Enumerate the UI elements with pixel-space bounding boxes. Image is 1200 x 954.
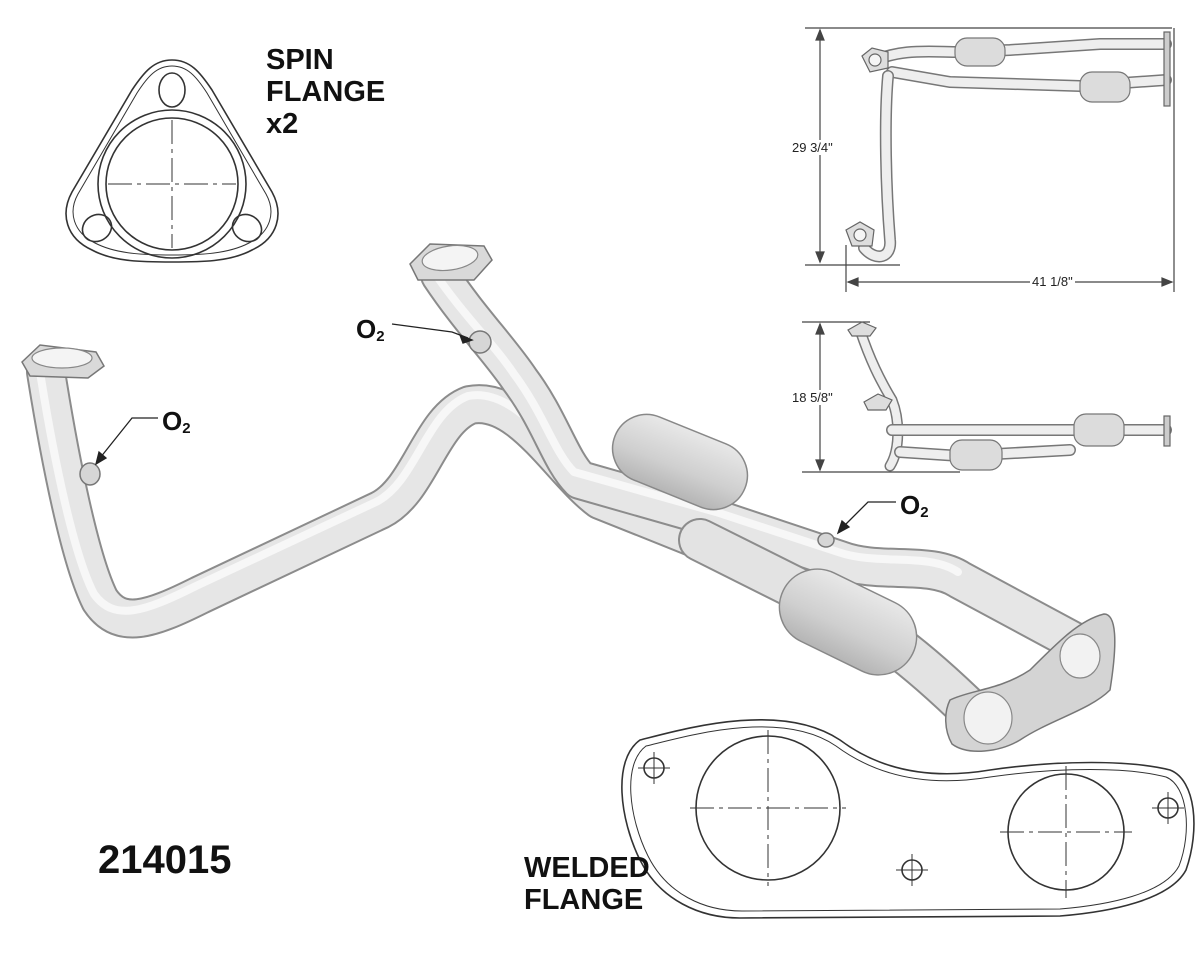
o2-subscript: 2 [920, 504, 929, 521]
spin-flange-drawing [65, 59, 279, 263]
exhaust-assembly [21, 243, 1116, 752]
o2-letter: O [900, 490, 921, 520]
right-inlet-flange [409, 243, 493, 281]
o2-letter: O [162, 406, 183, 436]
side-view-inset [802, 321, 1172, 473]
lower-catalytic-converter [778, 568, 918, 676]
o2-bung-rear [817, 532, 835, 548]
o2-subscript: 2 [182, 420, 191, 437]
outlet-flange [945, 613, 1116, 752]
spin-flange-label-line1: SPIN [266, 44, 334, 76]
spin-flange-quantity: x2 [266, 108, 299, 140]
part-number: 214015 [98, 838, 232, 882]
o2-leaders [94, 323, 896, 535]
o2-sensor-label-upper: O2 [356, 314, 385, 345]
o2-bung-upper [468, 330, 492, 354]
spin-flange-label: SPIN FLANGE x2 [266, 44, 385, 140]
welded-flange-drawing [621, 719, 1195, 919]
o2-bung-left [79, 462, 101, 486]
upper-catalytic-converter [611, 413, 749, 511]
dimension-height-top-view: 29 3/4" [790, 140, 835, 155]
dimension-height-side-view: 18 5/8" [790, 390, 835, 405]
welded-flange-label: WELDED FLANGE [524, 852, 650, 916]
spin-flange-label-line2: FLANGE [266, 76, 386, 108]
welded-flange-label-line1: WELDED [524, 852, 650, 884]
welded-flange-label-line2: FLANGE [524, 884, 644, 916]
o2-letter: O [356, 314, 377, 344]
top-view-inset [805, 27, 1175, 292]
left-inlet-flange [21, 344, 105, 379]
o2-sensor-label-left: O2 [162, 406, 191, 437]
o2-subscript: 2 [376, 328, 385, 345]
dimension-length-top-view: 41 1/8" [1030, 274, 1075, 289]
o2-sensor-label-rear: O2 [900, 490, 929, 521]
